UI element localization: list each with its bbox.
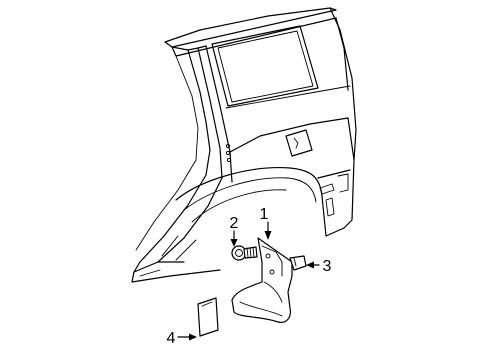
callout-1-label: 1	[260, 206, 269, 223]
wheel-arch	[175, 167, 323, 201]
bolt-part	[231, 245, 258, 261]
clip-part	[289, 255, 307, 271]
callout-4: 4	[167, 330, 197, 347]
quarter-window-outline	[211, 25, 319, 107]
callout-3: 3	[306, 258, 332, 275]
callout-2: 2	[230, 215, 239, 247]
callout-4-label: 4	[167, 330, 176, 347]
pad-part	[197, 297, 219, 337]
callout-3-label: 3	[323, 258, 332, 275]
callout-2-label: 2	[230, 215, 239, 232]
fuel-door	[285, 129, 313, 157]
mud-guard	[231, 237, 293, 323]
callout-1: 1	[260, 206, 272, 240]
quarter-panel	[131, 7, 357, 283]
